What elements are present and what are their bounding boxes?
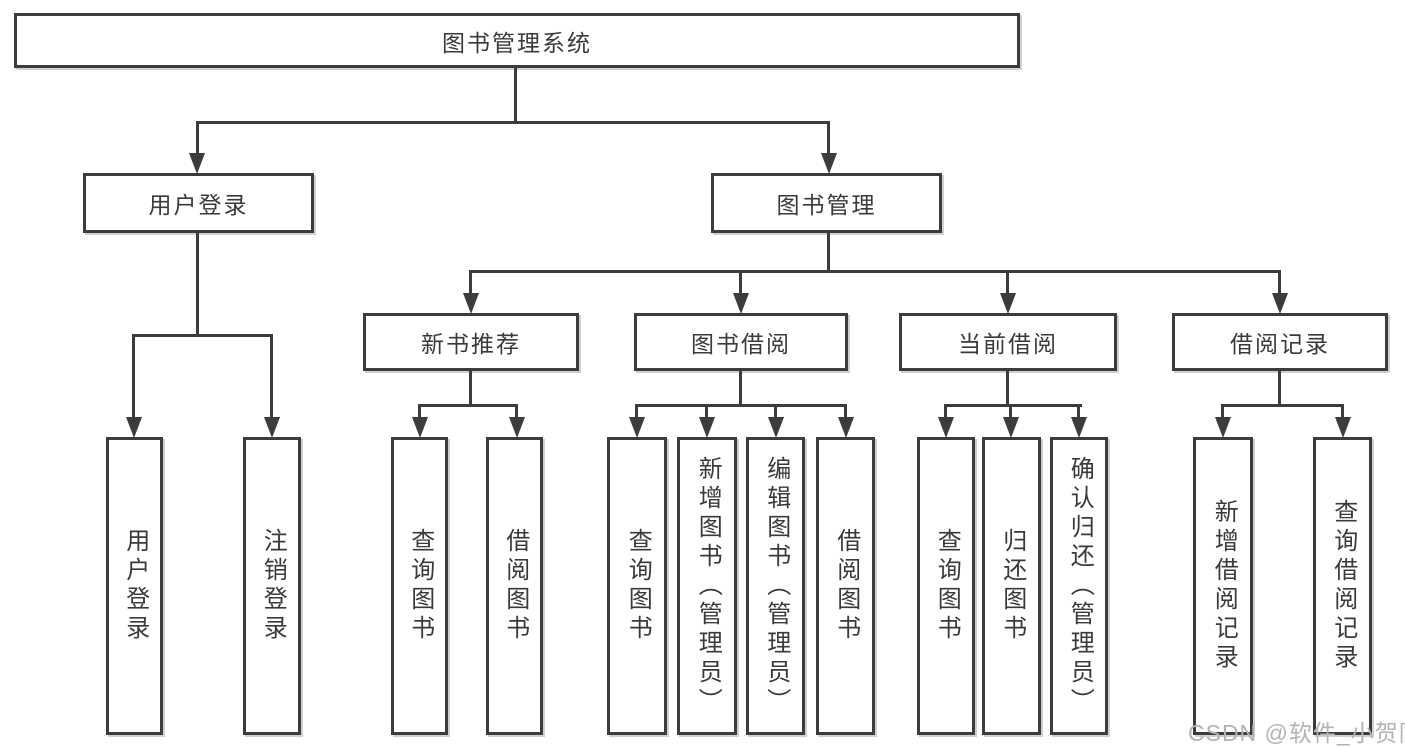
leaf-current-query-books: 查询图书 [917, 437, 975, 735]
leaf-records-query-record: 查询借阅记录 [1313, 437, 1372, 735]
connector-borrowing-drop-2 [705, 404, 708, 420]
leaf-recommend-borrow-books: 借阅图书 [486, 437, 543, 735]
node-book-management: 图书管理 [711, 173, 942, 233]
connector-login-bar [132, 334, 273, 337]
arrow-down-icon [126, 417, 142, 438]
connector-mgmt-bar [469, 270, 1281, 273]
connector-borrowing-drop-3 [774, 404, 777, 420]
connector-recommend-bar [418, 404, 518, 407]
arrow-down-icon [412, 417, 428, 438]
leaf-current-return-books: 归还图书 [982, 437, 1041, 735]
leaf-borrowing-add-books-admin: 新增图书（管理员） [677, 437, 737, 735]
leaf-borrowing-borrow-books: 借阅图书 [816, 437, 875, 735]
arrow-down-icon [1000, 293, 1016, 314]
leaf-logout: 注销登录 [243, 437, 301, 735]
node-root: 图书管理系统 [14, 13, 1020, 68]
connector-mgmt-drop-2 [739, 270, 742, 296]
connector-records-bar [1221, 404, 1343, 407]
connector-recommend-drop-2 [515, 404, 518, 420]
node-borrow-records: 借阅记录 [1172, 313, 1388, 371]
connector-root-drop-right [827, 121, 830, 156]
leaf-user-login: 用户登录 [106, 437, 163, 735]
arrow-down-icon [1335, 417, 1351, 438]
arrow-down-icon [838, 417, 854, 438]
arrow-down-icon [463, 293, 479, 314]
leaf-records-add-record: 新增借阅记录 [1193, 437, 1253, 735]
csdn-watermark: CSDN @软件_小贺同学 [1188, 720, 1405, 746]
connector-records-trunk [1278, 371, 1281, 407]
arrow-down-icon [768, 417, 784, 438]
leaf-borrowing-query-books: 查询图书 [607, 437, 667, 735]
connector-recommend-drop-1 [418, 404, 421, 420]
connector-root-trunk [514, 68, 517, 124]
connector-mgmt-drop-3 [1006, 270, 1009, 296]
connector-mgmt-drop-4 [1278, 270, 1281, 296]
connector-mgmt-trunk [827, 233, 830, 273]
connector-borrowing-drop-4 [844, 404, 847, 420]
arrow-down-icon [938, 417, 954, 438]
arrow-down-icon [509, 417, 525, 438]
node-new-book-recommend: 新书推荐 [363, 313, 579, 371]
connector-root-bar [196, 121, 830, 124]
connector-borrowing-bar [635, 404, 847, 407]
arrow-down-icon [821, 153, 837, 174]
connector-records-drop-1 [1221, 404, 1224, 420]
leaf-current-confirm-return-admin: 确认归还（管理员） [1050, 437, 1108, 735]
connector-borrowing-trunk [739, 371, 742, 407]
connector-current-drop-1 [944, 404, 947, 420]
leaf-recommend-query-books: 查询图书 [391, 437, 448, 735]
arrow-down-icon [1272, 293, 1288, 314]
node-book-borrowing: 图书借阅 [634, 313, 848, 371]
arrow-down-icon [629, 417, 645, 438]
node-user-login: 用户登录 [83, 173, 314, 233]
arrow-down-icon [1215, 417, 1231, 438]
leaf-borrowing-edit-books-admin: 编辑图书（管理员） [746, 437, 805, 735]
connector-login-drop-2 [270, 334, 273, 420]
arrow-down-icon [264, 417, 280, 438]
connector-root-drop-left [196, 121, 199, 156]
connector-current-trunk [1006, 371, 1009, 407]
connector-login-trunk [196, 233, 199, 337]
connector-current-drop-2 [1009, 404, 1012, 420]
connector-current-bar [944, 404, 1082, 407]
arrow-down-icon [1071, 417, 1087, 438]
arrow-down-icon [733, 293, 749, 314]
arrow-down-icon [1003, 417, 1019, 438]
arrow-down-icon [699, 417, 715, 438]
connector-login-drop-1 [132, 334, 135, 420]
connector-borrowing-drop-1 [635, 404, 638, 420]
arrow-down-icon [189, 153, 205, 174]
node-current-borrowing: 当前借阅 [899, 313, 1117, 371]
connector-recommend-trunk [469, 371, 472, 407]
connector-current-drop-3 [1077, 404, 1080, 420]
connector-records-drop-2 [1341, 404, 1344, 420]
connector-mgmt-drop-1 [469, 270, 472, 296]
